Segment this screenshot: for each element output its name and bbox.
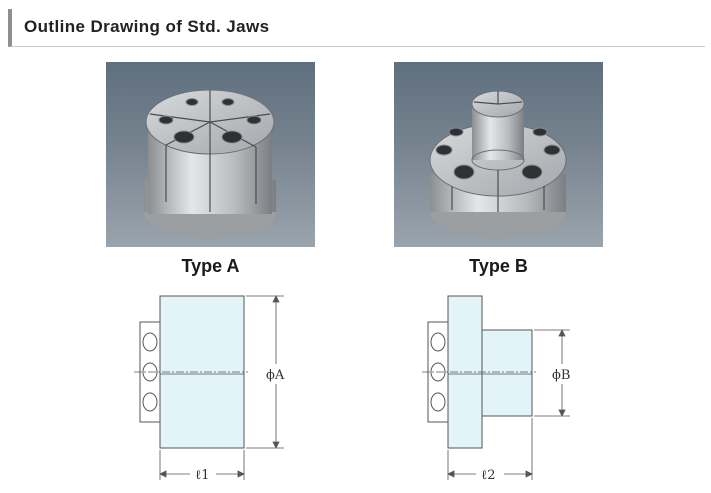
- section-header: Outline Drawing of Std. Jaws: [8, 9, 705, 47]
- jaw-photo-b-illustration: [429, 90, 567, 238]
- outline-drawing-type-a: ϕA ℓ1: [134, 295, 285, 483]
- length-label: ℓ2: [481, 468, 496, 483]
- jaw-boss: [481, 329, 533, 417]
- dimension-length: [447, 418, 533, 480]
- dimension-length: [159, 450, 245, 480]
- bolt-holes: [142, 332, 158, 412]
- dimension-diameter: [246, 295, 284, 449]
- outline-drawing-type-b: ϕB ℓ2: [422, 295, 570, 483]
- photo-type-a: [106, 62, 315, 247]
- dimension-diameter: [534, 329, 570, 417]
- jaw-photo-a-illustration: [144, 89, 276, 238]
- length-label: ℓ1: [195, 468, 210, 483]
- section-title: Outline Drawing of Std. Jaws: [24, 17, 270, 36]
- caption-type-a: Type A: [181, 256, 240, 276]
- caption-type-b: Type B: [469, 256, 528, 276]
- photo-type-b: [394, 62, 603, 247]
- diameter-label: ϕA: [266, 368, 285, 383]
- bolt-holes: [430, 332, 446, 412]
- diameter-label: ϕB: [552, 368, 570, 383]
